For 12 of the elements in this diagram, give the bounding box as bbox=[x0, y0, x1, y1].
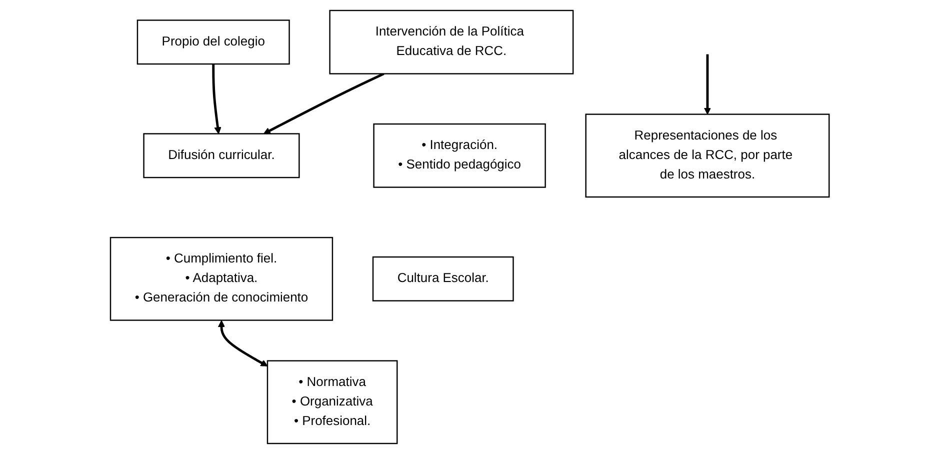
arrow bbox=[264, 72, 385, 134]
arrow bbox=[704, 54, 712, 115]
node-box: Intervención de la Política Educativa de RCC. bbox=[329, 10, 574, 74]
arrow bbox=[218, 320, 268, 366]
node-box: Propio del colegio bbox=[137, 20, 290, 65]
node-box: • Cumplimiento fiel. • Adaptativa. • Generación de conocimiento bbox=[110, 236, 334, 321]
node-box: Representaciones de los alcances de la RCC, por parte de los maestros. bbox=[585, 114, 830, 198]
node-box: • Normativa • Organizativa • Profesional. bbox=[267, 360, 398, 444]
node-box: • Integración. • Sentido pedagógico bbox=[373, 123, 546, 188]
arrow bbox=[212, 64, 222, 134]
node-box: Difusión curricular. bbox=[143, 133, 300, 178]
node-box: Cultura Escolar. bbox=[372, 256, 514, 302]
